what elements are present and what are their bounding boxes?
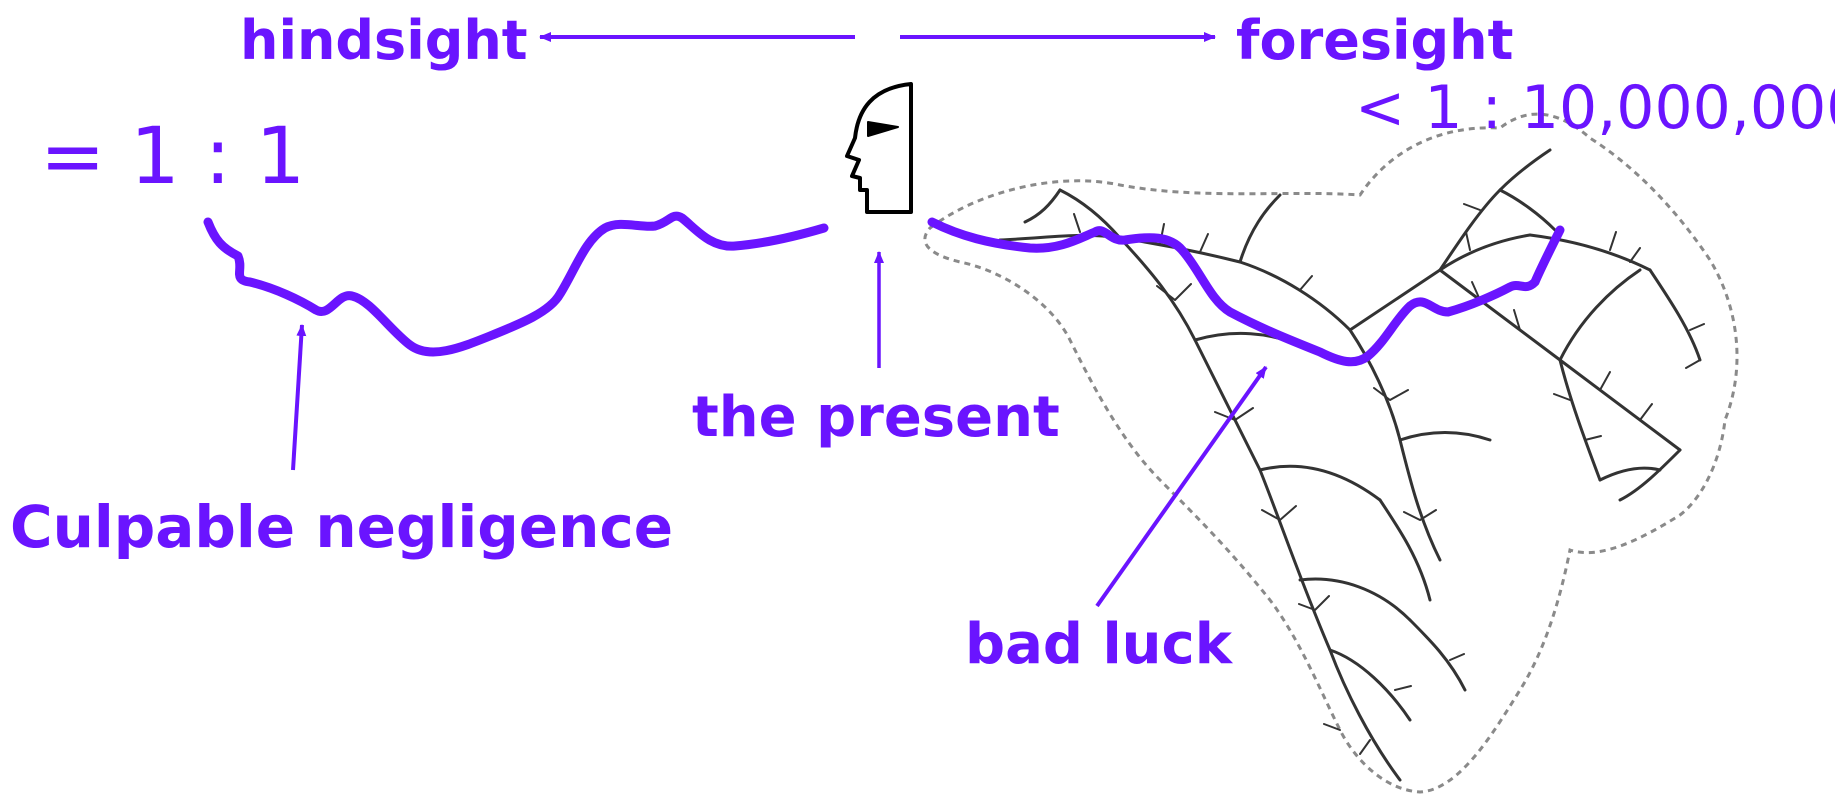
possibility-envelope: [925, 114, 1737, 792]
culpable-negligence-label: Culpable negligence: [10, 498, 673, 556]
observer-head-icon: [847, 84, 911, 212]
present-label: the present: [692, 390, 1060, 446]
foresight-label: foresight: [1236, 14, 1513, 68]
hindsight-label: hindsight: [240, 14, 528, 68]
future-branches: [1000, 150, 1700, 780]
hindsight-ratio: = 1 : 1: [40, 118, 305, 196]
culpable-arrow: [293, 325, 302, 470]
badluck-arrow: [1097, 367, 1266, 606]
bad-luck-label: bad luck: [965, 617, 1232, 673]
foresight-ratio: < 1 : 10,000,000: [1355, 78, 1835, 138]
